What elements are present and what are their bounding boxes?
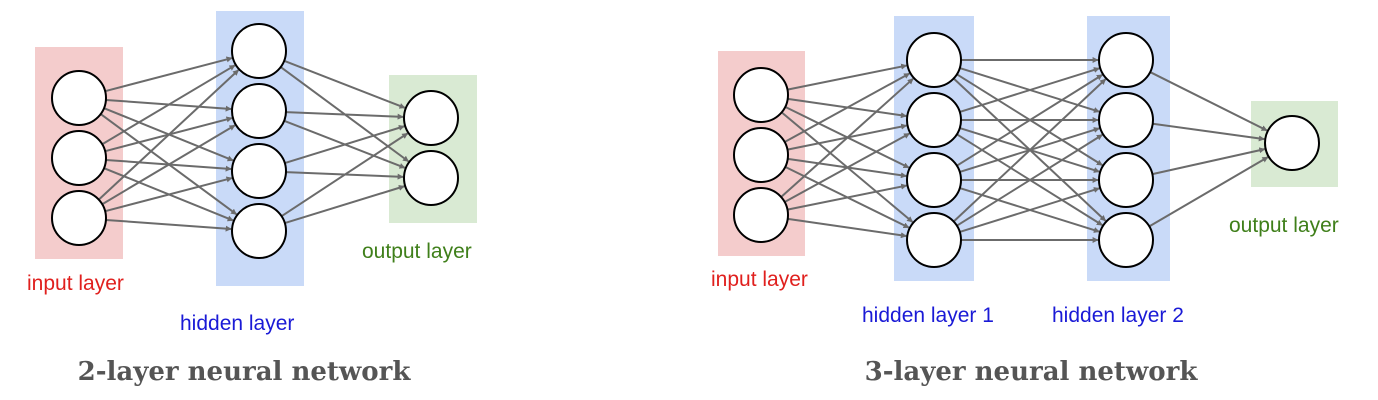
hidden-neuron (1098, 92, 1154, 148)
output-neuron (403, 150, 459, 206)
input-neuron (733, 67, 789, 123)
hidden-neuron (231, 203, 287, 259)
input-neuron (51, 190, 107, 246)
output-layer-label: output layer (1229, 214, 1339, 237)
connection-arrow (780, 77, 914, 198)
hidden-neuron (906, 212, 962, 268)
input-neuron (51, 70, 107, 126)
edges-group (98, 56, 410, 232)
connection-arrow (784, 72, 910, 143)
three-layer-network: input layer hidden layer 1 hidden layer … (711, 16, 1339, 387)
input-neuron (51, 130, 107, 186)
input-layer-label: input layer (711, 268, 808, 291)
hidden-layer-2-label: hidden layer 2 (1052, 304, 1184, 327)
connection-arrow (104, 176, 233, 213)
connection-arrow (284, 124, 405, 165)
hidden-neuron (906, 152, 962, 208)
output-neuron (403, 90, 459, 146)
connection-arrow (1149, 71, 1268, 132)
connection-arrow (959, 187, 1100, 233)
connection-arrow (101, 64, 236, 146)
connection-arrow (98, 69, 240, 201)
connection-arrow (101, 124, 236, 206)
hidden-neuron (231, 83, 287, 139)
input-neuron (733, 187, 789, 243)
connection-arrow (285, 111, 404, 120)
output-neuron (1264, 115, 1320, 171)
neurons-group (733, 32, 1320, 268)
neurons-group (51, 23, 459, 259)
diagram-caption: 3-layer neural network (865, 357, 1199, 387)
input-layer-label: input layer (27, 272, 124, 295)
connection-arrow (283, 59, 406, 109)
connection-arrow (104, 56, 233, 93)
connection-arrow (956, 73, 1103, 167)
connection-arrow (787, 183, 908, 211)
connection-arrow (1152, 147, 1266, 176)
hidden-neuron (1098, 212, 1154, 268)
hidden-neuron (231, 143, 287, 199)
hidden-neuron (906, 32, 962, 88)
hidden-neuron (231, 23, 287, 79)
connection-arrow (787, 63, 908, 91)
two-layer-network: input layer hidden layer output layer 2-… (27, 11, 477, 387)
hidden-neuron (1098, 32, 1154, 88)
hidden-layer-label: hidden layer (180, 312, 294, 335)
output-layer-label: output layer (362, 240, 472, 263)
connection-arrow (784, 132, 910, 203)
diagram-caption: 2-layer neural network (78, 357, 412, 387)
connection-arrow (953, 78, 1107, 223)
connection-arrow (956, 133, 1103, 227)
connection-arrow (105, 218, 232, 232)
connection-arrow (284, 184, 405, 225)
hidden-layer-1-label: hidden layer 1 (862, 304, 994, 327)
hidden-neuron (906, 92, 962, 148)
connection-arrow (959, 67, 1100, 113)
connection-arrow (1152, 122, 1265, 142)
edges-group (780, 57, 1269, 243)
connection-arrow (1148, 156, 1269, 228)
connection-arrow (281, 132, 409, 218)
input-neuron (733, 127, 789, 183)
connection-arrow (787, 217, 907, 239)
hidden-neuron (1098, 152, 1154, 208)
